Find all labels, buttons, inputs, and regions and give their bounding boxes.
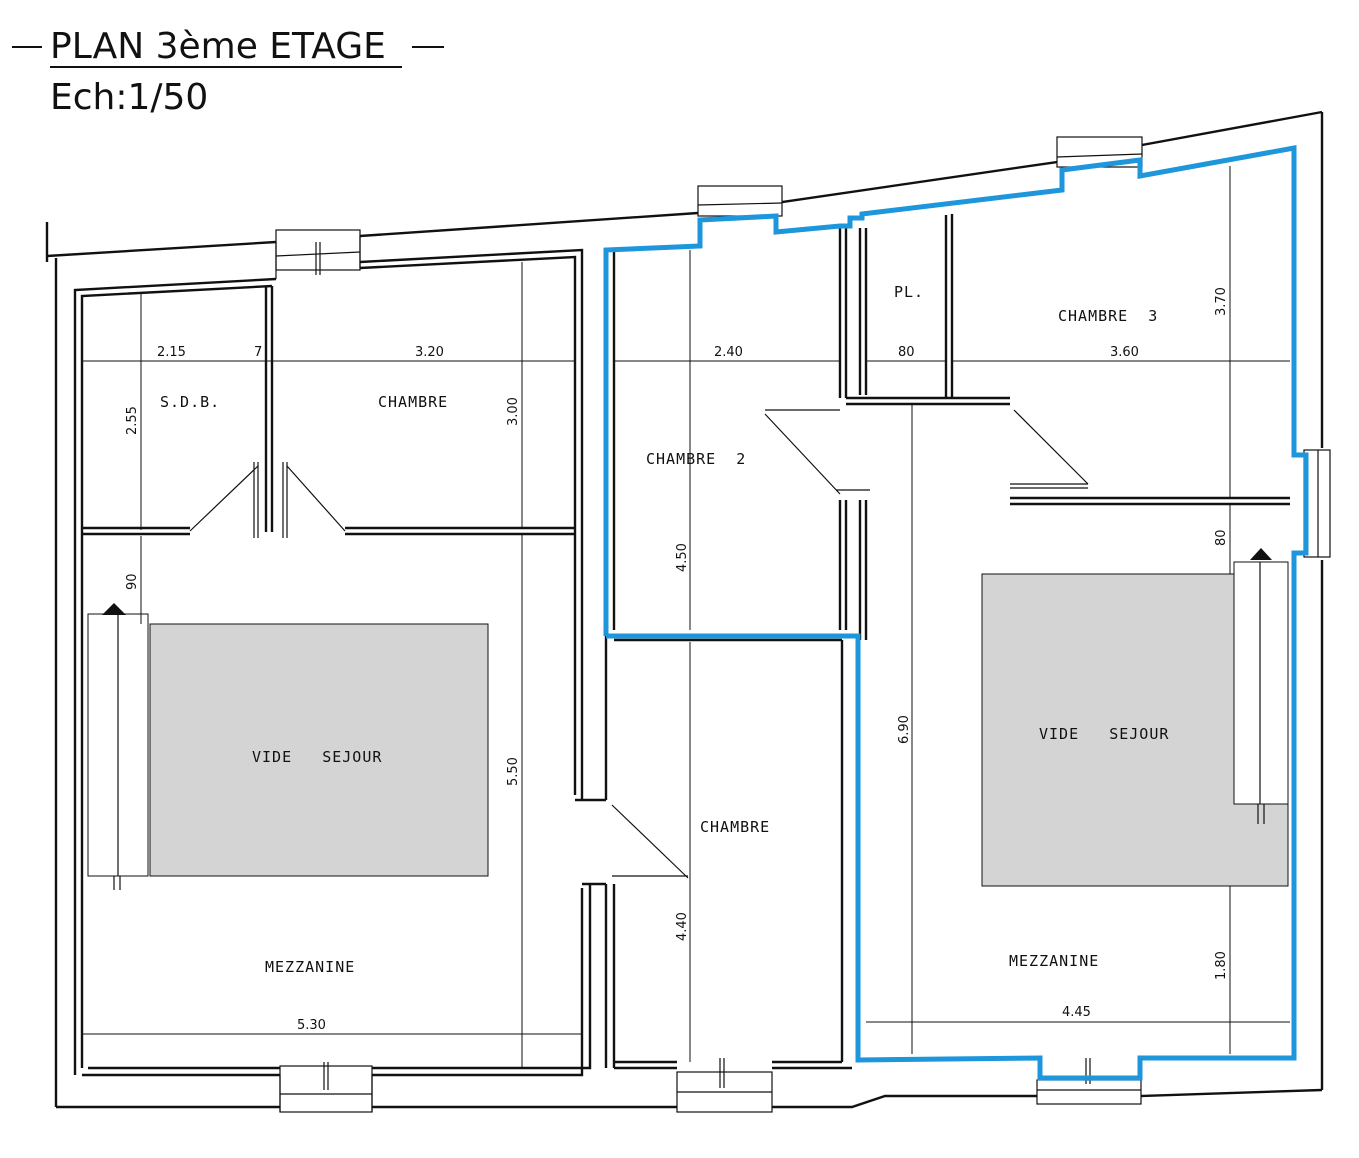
window-top-left: [275, 229, 361, 275]
windows: [275, 136, 1331, 1113]
title-block: PLAN 3ème ETAGE Ech:1/50: [12, 26, 444, 118]
dim-label-80-right: 80: [1214, 529, 1229, 546]
stair-arrow-right-icon: [1250, 548, 1272, 560]
room-label-chambre-2: CHAMBRE 2: [646, 450, 746, 468]
dim-label-1-80: 1.80: [1214, 951, 1229, 980]
dim-label-3-70: 3.70: [1214, 287, 1229, 316]
dim-label-2-15: 2.15: [157, 345, 186, 360]
dimension-lines: [82, 166, 1290, 1068]
dim-label-5-50: 5.50: [506, 757, 521, 786]
room-label-sdb: S.D.B.: [160, 393, 220, 411]
window-bottom-left: [279, 1062, 373, 1113]
dim-label-90: 90: [125, 573, 140, 590]
stair-left: [87, 613, 149, 877]
dim-label-6-90: 6.90: [897, 715, 912, 744]
room-label-chambre-mid: CHAMBRE: [700, 818, 770, 836]
dim-label-7: 7: [254, 345, 262, 360]
stair-right: [1233, 561, 1289, 805]
window-top-mid: [697, 185, 783, 217]
left-apartment-partitions: [82, 286, 606, 886]
dim-label-2-40: 2.40: [714, 345, 743, 360]
dim-label-4-50: 4.50: [675, 543, 690, 572]
highlighted-apartment-outline: [603, 145, 1309, 1081]
room-label-vide-sejour-left: VIDE SEJOUR: [252, 748, 382, 766]
room-label-chambre-left: CHAMBRE: [378, 393, 448, 411]
exterior-walls: [45, 110, 1324, 1112]
vide-sejour-left-void: [149, 623, 489, 877]
dim-label-80-top: 80: [898, 345, 915, 360]
room-label-chambre-3: CHAMBRE 3: [1058, 307, 1158, 325]
dim-label-4-40: 4.40: [675, 912, 690, 941]
dim-label-4-45: 4.45: [1062, 1005, 1091, 1020]
stair-arrow-left-icon: [102, 603, 126, 615]
dim-label-5-30: 5.30: [297, 1018, 326, 1033]
room-label-mezzanine-left: MEZZANINE: [265, 958, 355, 976]
plan-title: PLAN 3ème ETAGE: [50, 26, 386, 67]
plan-scale: Ech:1/50: [50, 77, 208, 118]
dim-label-3-00: 3.00: [506, 397, 521, 426]
room-label-placard: PL.: [894, 283, 924, 301]
dim-label-3-20: 3.20: [415, 345, 444, 360]
room-label-mezzanine-right: MEZZANINE: [1009, 952, 1099, 970]
window-bottom-mid: [676, 1058, 773, 1113]
dim-label-2-55: 2.55: [125, 406, 140, 435]
room-label-vide-sejour-right: VIDE SEJOUR: [1039, 725, 1169, 743]
dim-label-3-60: 3.60: [1110, 345, 1139, 360]
window-bottom-right: [1036, 1058, 1142, 1105]
